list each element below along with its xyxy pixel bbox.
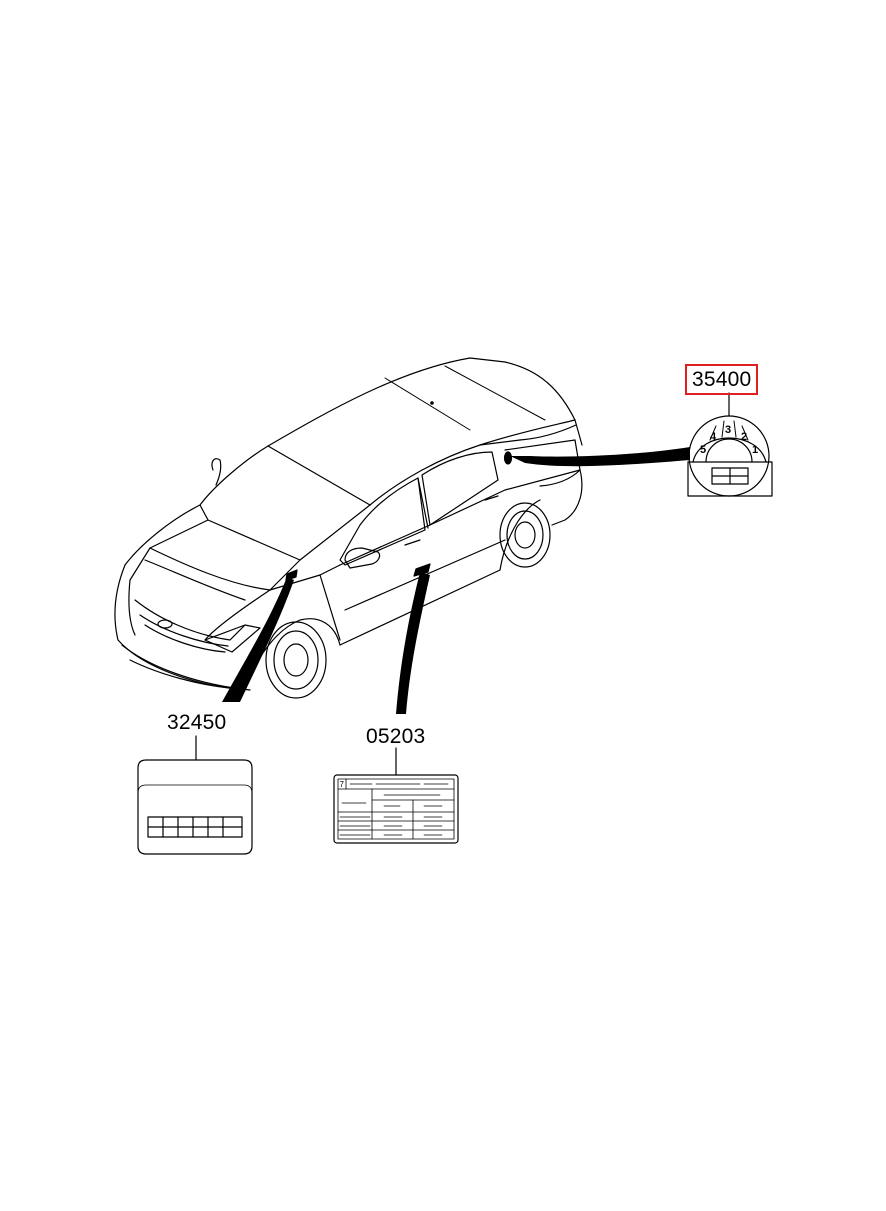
car-illustration [114, 357, 583, 699]
part-number-05203[interactable]: 05203 [366, 725, 426, 748]
dial-mark-3: 3 [725, 424, 731, 436]
part-number-32450[interactable]: 32450 [167, 711, 227, 734]
dial-mark-5: 5 [700, 444, 706, 456]
part-number-35400[interactable]: 35400 [684, 364, 759, 395]
label-index: 7 [340, 780, 345, 789]
leader-lines [222, 447, 690, 714]
label-32450 [137, 735, 253, 855]
dial-label-35400: 5 4 3 2 1 [687, 392, 773, 497]
label-05203: 7 [333, 747, 459, 844]
dial-mark-4: 4 [710, 431, 717, 443]
dial-mark-2: 2 [741, 431, 747, 443]
dial-mark-1: 1 [752, 444, 758, 456]
